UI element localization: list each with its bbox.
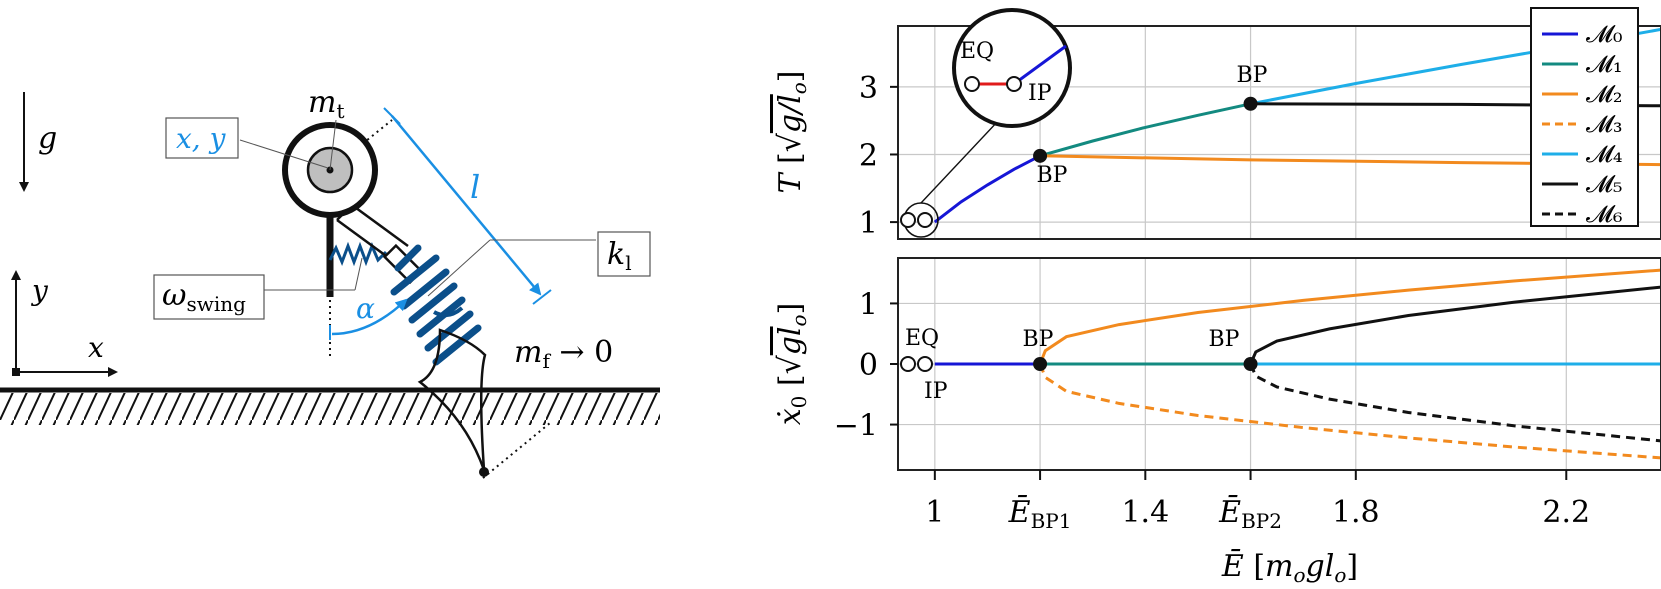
legend-label-6: 𝓜₆ [1586, 200, 1623, 228]
top-y-axis-label: T [√g/lo] [773, 70, 811, 193]
series-line-5 [1249, 285, 1661, 365]
series-line-1 [1039, 102, 1251, 158]
bottom-ip-point [917, 356, 933, 372]
torso-mass-leader [329, 119, 337, 171]
x-axis-label: x [88, 331, 104, 364]
top-bp-label-1: BP [1037, 163, 1068, 188]
inset-ip-label: IP [1028, 81, 1052, 106]
alpha-label: α [356, 292, 375, 325]
zoom-circle [952, 8, 1072, 128]
foot-mass-dot [479, 467, 489, 477]
origin-dot [12, 368, 20, 376]
inset-eq-point [964, 76, 980, 92]
x-tick-label-1: ĒBP1 [1008, 495, 1072, 533]
bottom-eq-point [900, 356, 916, 372]
leg-length-arrow [391, 115, 542, 296]
legend-label-2: 𝓜₂ [1586, 80, 1623, 108]
top-y-ticks: 1 2 3 [859, 71, 898, 241]
xy-leader [239, 139, 329, 169]
bottom-y-ticks: −1 0 1 [834, 287, 898, 444]
bottom-bp-label-1: BP [1023, 327, 1054, 352]
bottom-bp-label-2: BP [1209, 327, 1240, 352]
zoom-inset: EQ IP [900, 8, 1072, 238]
y-tick-label-1: 0 [859, 348, 878, 383]
legend-box [1530, 7, 1639, 227]
gravity-label: g [38, 121, 57, 156]
legend-label-4: 𝓜₄ [1586, 140, 1623, 168]
ground-hatch [0, 393, 660, 425]
series-line-3 [1038, 268, 1661, 365]
bottom-x-axis-label: Ē [moglo] [1221, 549, 1358, 587]
bp-marker-1 [1243, 96, 1258, 111]
torso-mass-label: mt [308, 85, 345, 123]
x-tick-label-4: 1.8 [1332, 495, 1380, 530]
top-bp-label-2: BP [1237, 63, 1268, 88]
foot-shape [417, 328, 487, 471]
leg-length-tick-bottom [532, 289, 552, 305]
bottom-series [934, 268, 1661, 460]
series-line-4 [1038, 363, 1661, 460]
bottom-x-ticks: 1 ĒBP1 1.4 ĒBP2 1.8 2.2 [925, 470, 1590, 533]
y-tick-label-0: −1 [834, 409, 878, 444]
series-line-0 [933, 154, 1041, 224]
inset-m0 [1013, 44, 1067, 86]
alpha-arc [331, 298, 408, 336]
y-tick-label-2: 3 [859, 71, 878, 106]
series-line-6 [1249, 363, 1661, 443]
legend-label-1: 𝓜₁ [1586, 50, 1623, 78]
x-tick-label-0: 1 [925, 495, 944, 530]
y-tick-label-2: 1 [859, 287, 878, 322]
foot-mass-label: mf → 0 [514, 335, 613, 373]
legend-label-0: 𝓜₀ [1586, 20, 1623, 48]
kl-label-box [597, 231, 651, 277]
bottom-eq-label: EQ [905, 326, 939, 351]
omega-label-box [153, 274, 265, 320]
top-ip-point [917, 212, 933, 228]
omega-label: ωswing [162, 278, 246, 316]
leg-end-dotted [482, 422, 551, 479]
xy-label: x, y [176, 122, 227, 155]
bottom-markers [1033, 357, 1258, 371]
top-markers [1033, 96, 1258, 163]
legend-label-3: 𝓜₃ [1586, 110, 1623, 138]
x-tick-label-2: 1.4 [1121, 495, 1169, 530]
swing-spring [328, 241, 388, 267]
bottom-y-axis-label: ẋ0 [√glo] [773, 303, 811, 426]
bp-marker-1 [1243, 357, 1258, 371]
top-plot-frame [897, 25, 1661, 240]
omega-leader [354, 257, 363, 291]
kl-leader [427, 239, 491, 297]
legend-label-5: 𝓜₅ [1586, 170, 1623, 198]
x-tick-label-5: 2.2 [1542, 495, 1590, 530]
inset-eq-label: EQ [960, 39, 994, 64]
bottom-ip-label: IP [924, 379, 948, 404]
y-axis-label: y [30, 274, 49, 307]
xy-label-box [165, 117, 239, 159]
kl-label: kl [607, 237, 632, 275]
top-eq-point [900, 212, 916, 228]
pendulum-diagram: g y x [0, 85, 660, 479]
bp-marker-0 [1033, 357, 1048, 371]
bp-marker-0 [1033, 148, 1048, 163]
y-tick-label-0: 1 [859, 206, 878, 241]
y-tick-label-1: 2 [859, 138, 878, 173]
x-tick-label-3: ĒBP2 [1218, 495, 1282, 533]
inset-ip-point [1006, 76, 1022, 92]
leg-length-label: l [470, 168, 480, 206]
